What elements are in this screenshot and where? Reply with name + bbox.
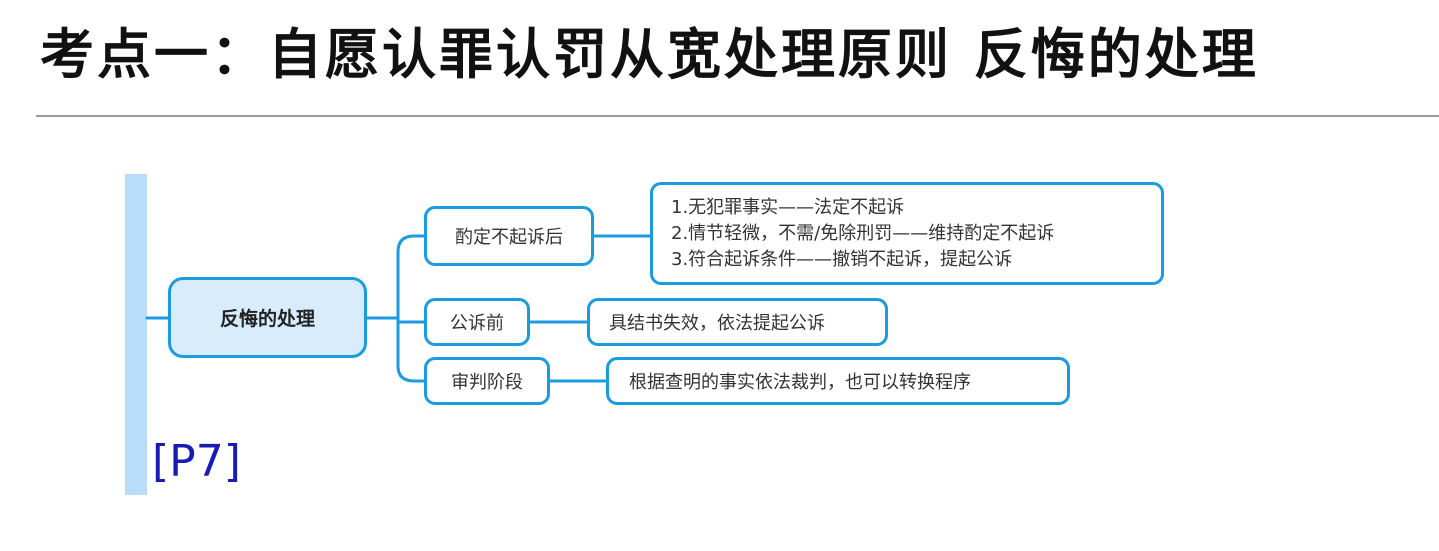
- mindmap-root-node: 反悔的处理: [168, 277, 367, 358]
- leaf-node-non-prosecution-outcomes: 1.无犯罪事实——法定不起诉 2.情节轻微，不需/免除刑罚——维持酌定不起诉 3…: [650, 182, 1164, 285]
- title-divider: [36, 115, 1439, 117]
- page-title: 考点一：自愿认罪认罚从宽处理原则 反悔的处理: [40, 22, 1259, 86]
- branch-node-trial-stage: 审判阶段: [424, 357, 550, 405]
- leaf-line-2: 2.情节轻微，不需/免除刑罚——维持酌定不起诉: [671, 222, 1055, 244]
- connector-trunk-b3: [396, 320, 426, 383]
- page-reference: [P7]: [152, 436, 241, 487]
- connector-trunk-b2: [396, 316, 426, 324]
- leaf-node-trial-stage: 根据查明的事实依法裁判，也可以转换程序: [606, 357, 1070, 405]
- leaf-line-3: 3.符合起诉条件——撤销不起诉，提起公诉: [671, 248, 1013, 270]
- connector-trunk-b1: [396, 234, 426, 320]
- branch-node-before-prosecution: 公诉前: [424, 298, 530, 346]
- branch-node-after-discretionary-non-prosecution: 酌定不起诉后: [424, 206, 594, 266]
- leaf-node-before-prosecution: 具结书失效，依法提起公诉: [587, 298, 888, 346]
- leaf-line-1: 1.无犯罪事实——法定不起诉: [671, 196, 905, 218]
- side-accent-bar: [125, 174, 147, 495]
